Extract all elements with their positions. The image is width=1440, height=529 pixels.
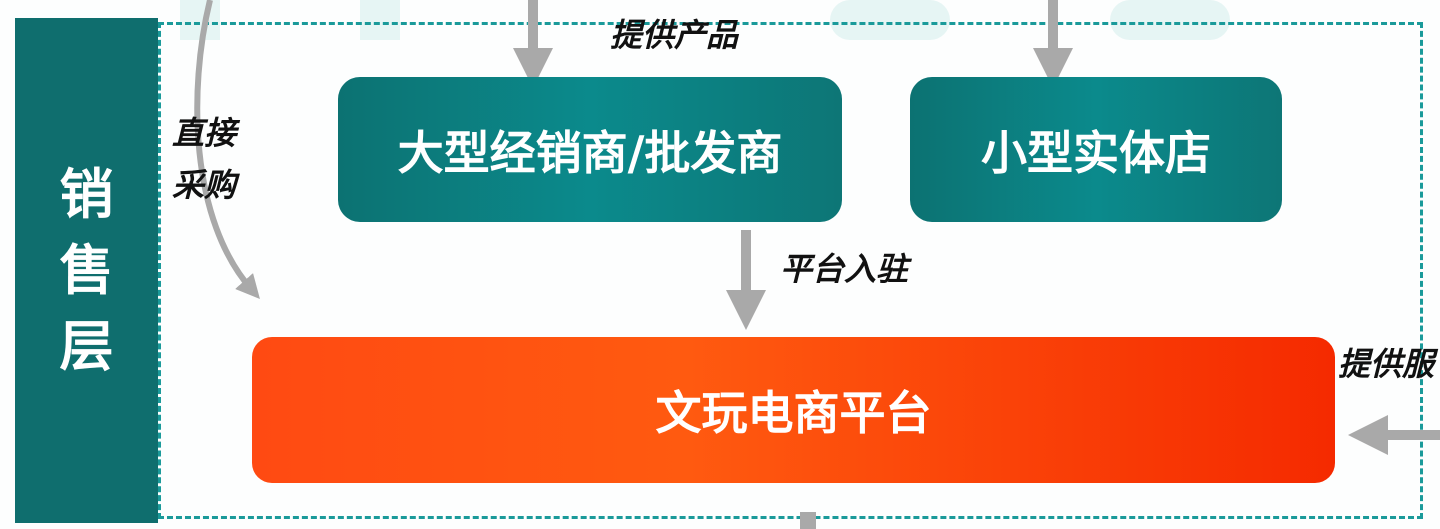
layer-char: 售 bbox=[59, 238, 114, 302]
label-direct-purchase-1: 直接 bbox=[172, 114, 237, 152]
arrow-bottom bbox=[800, 512, 816, 529]
watermark-shapes bbox=[180, 0, 1230, 40]
arrow-direct-purchase bbox=[194, 0, 260, 299]
platform-box: 文玩电商平台 bbox=[252, 337, 1335, 483]
dealer-box: 大型经销商/批发商 bbox=[338, 77, 842, 222]
store-box: 小型实体店 bbox=[910, 77, 1282, 222]
label-supply-products: 提供产品 bbox=[610, 16, 739, 54]
label-provide-service: 提供服 bbox=[1338, 345, 1435, 383]
layer-char: 层 bbox=[59, 314, 114, 378]
sales-layer-boundary bbox=[158, 22, 1423, 519]
layer-char: 销 bbox=[59, 162, 114, 226]
sales-layer-label: 销 售 层 bbox=[15, 18, 158, 523]
label-direct-purchase-2: 采购 bbox=[172, 166, 237, 204]
label-platform-join: 平台入驻 bbox=[780, 250, 909, 288]
